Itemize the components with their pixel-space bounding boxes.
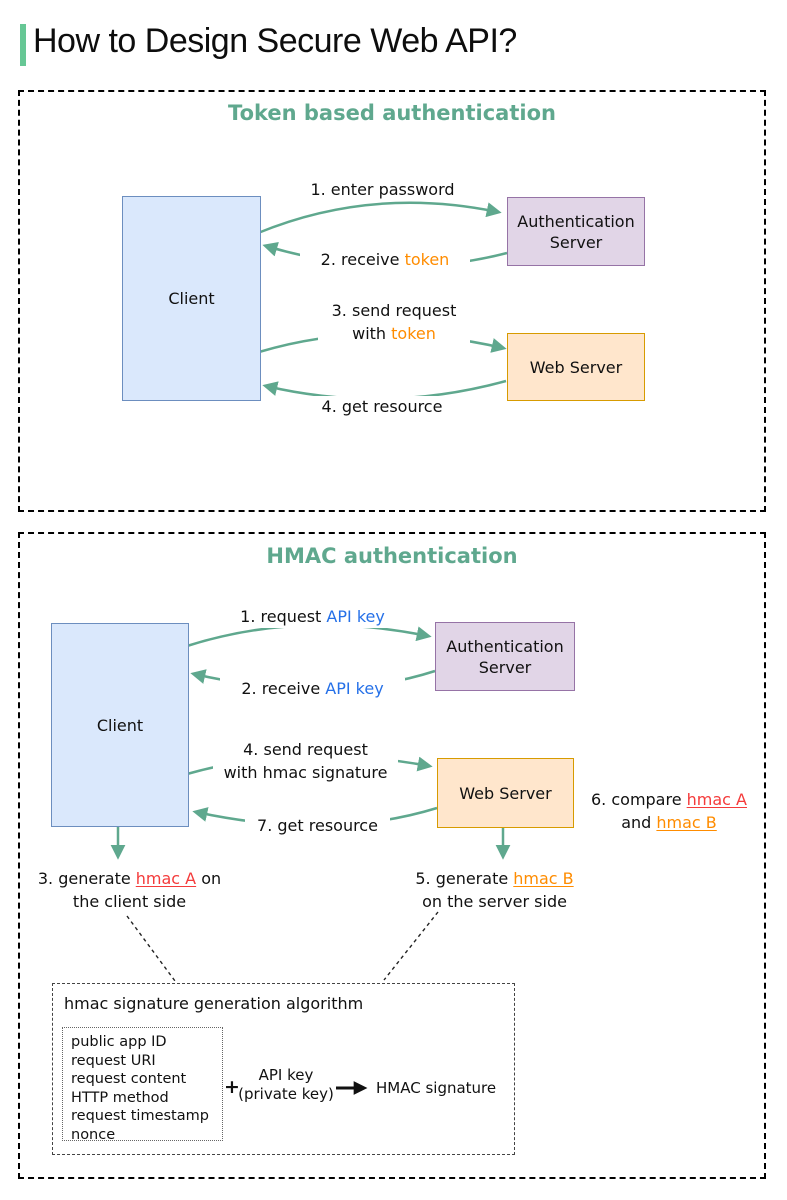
hmac-inputs-box: public app ID request URI request conten… <box>62 1027 223 1143</box>
hmac-input-item: request URI <box>71 1052 156 1069</box>
client-label-token: Client <box>168 289 215 308</box>
step-enter-password: 1. enter password <box>295 179 470 201</box>
auth-server-label-token: Authentication Server <box>517 211 635 252</box>
step-get-resource-token: 4. get resource <box>302 396 462 418</box>
hmac-input-item: HTTP method <box>71 1089 169 1106</box>
hmac-input-item: nonce <box>71 1126 116 1143</box>
hmac-input-item: public app ID <box>71 1034 167 1050</box>
step-receive-api-key: 2. receive API key <box>220 678 405 700</box>
step-send-request-hmac: 4. send request with hmac signature <box>213 738 398 784</box>
step-receive-token: 2. receive token <box>300 249 470 271</box>
step-compare-hmac: 6. compare hmac A and hmac B <box>591 790 747 832</box>
hmac-input-item: request timestamp <box>71 1108 209 1125</box>
web-server-box-hmac: Web Server <box>437 758 574 828</box>
web-server-label-token: Web Server <box>529 357 623 377</box>
plus-sign: + <box>224 1076 240 1098</box>
hmac-signature-label: HMAC signature <box>376 1079 497 1097</box>
step-get-resource-hmac: 7. get resource <box>245 815 390 837</box>
hmac-section-title: HMAC authentication <box>266 544 518 568</box>
hmac-section-frame: HMAC authentication <box>18 532 766 1179</box>
step-generate-hmac-a: 3. generate hmac A on the client side <box>37 869 222 911</box>
hmac-algorithm-box <box>52 983 515 1155</box>
token-section-title: Token based authentication <box>228 101 556 125</box>
step-send-request-token: 3. send request with token <box>318 299 470 345</box>
client-box-token: Client <box>122 196 261 401</box>
page-title: How to Design Secure Web API? <box>33 22 517 60</box>
step-request-api-key: 1. request API key <box>220 606 405 628</box>
client-label-hmac: Client <box>96 715 144 735</box>
web-server-box-token: Web Server <box>507 333 645 401</box>
step-generate-hmac-b: 5. generate hmac B on the server side <box>415 869 574 911</box>
token-section-frame: Token based authentication <box>18 90 766 512</box>
title-accent-bar <box>20 24 26 66</box>
client-box-hmac: Client <box>51 623 189 827</box>
web-server-label-hmac: Web Server <box>459 783 552 803</box>
hmac-algorithm-title: hmac signature generation algorithm <box>64 994 364 1013</box>
auth-server-label-hmac: Authentication Server <box>446 636 564 677</box>
auth-server-box-hmac: Authentication Server <box>435 622 575 691</box>
auth-server-box-token: Authentication Server <box>507 197 645 266</box>
api-key-label: API key (private key) <box>238 1066 334 1103</box>
hmac-input-item: request content <box>71 1071 187 1088</box>
